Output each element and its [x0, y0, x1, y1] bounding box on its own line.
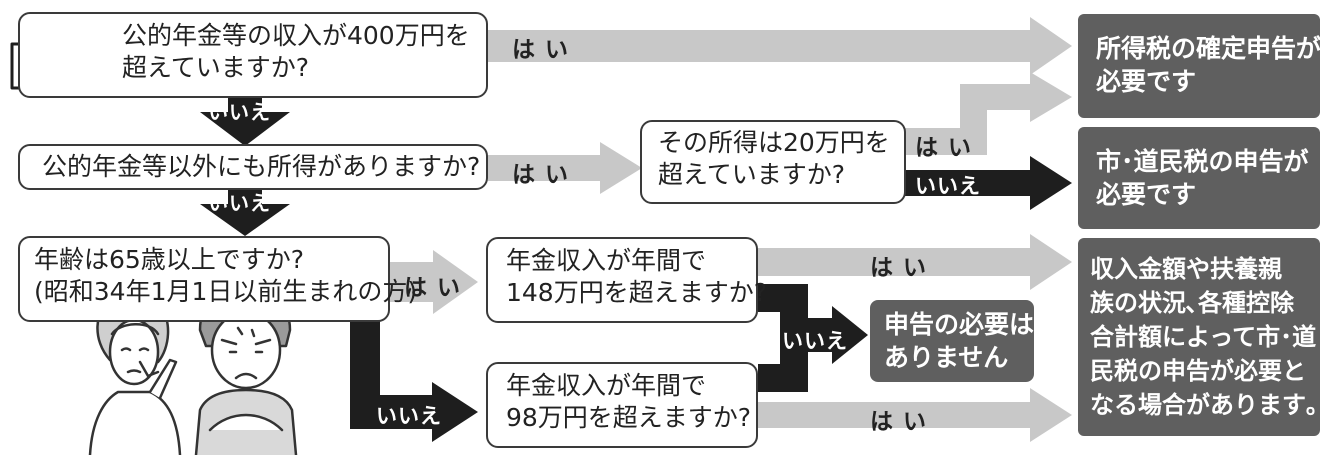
- result-r2-line2: 必要です: [1096, 180, 1197, 209]
- arrow-q3-yes: [905, 72, 1072, 155]
- label-q4-yes: は い: [404, 275, 462, 301]
- label-q4-no: いいえ: [376, 404, 442, 428]
- result-no-filing-required: 申告の必要は ありません: [870, 300, 1034, 382]
- result-may-require-filing: 収入金額や扶養親 族の状況､各種控除 合計額によって市･道 民税の申告が必要と …: [1078, 238, 1320, 436]
- question-q6-line1: 年金収入が年間で: [506, 371, 707, 400]
- arrow-q5-yes: [758, 234, 1072, 290]
- arrow-q3-no: [905, 156, 1072, 210]
- result-r3-line2: ありません: [884, 343, 1009, 372]
- result-r1-line1: 所得税の確定申告が: [1096, 34, 1322, 63]
- arrow-q4-yes: [390, 250, 478, 314]
- result-r4-line2: 族の状況､各種控除: [1090, 289, 1294, 317]
- label-q3-yes: は い: [915, 135, 973, 161]
- question-q4-line1: 年齢は65歳以上ですか?: [34, 245, 305, 274]
- label-q5-yes: は い: [870, 255, 928, 281]
- arrow-q1-no: [200, 96, 290, 146]
- result-r4-line4: 民税の申告が必要と: [1090, 357, 1306, 385]
- result-r3-line1: 申告の必要は: [884, 310, 1035, 339]
- question-q1-line1: 公的年金等の収入が400万円を: [122, 21, 470, 50]
- label-q2-no: いいえ: [208, 191, 271, 215]
- label-q2-yes: は い: [512, 162, 570, 188]
- question-q5-line2: 148万円を超えますか?: [506, 278, 767, 307]
- question-q2: 公的年金等以外にも所得がありますか?: [18, 144, 488, 190]
- arrow-q2-yes: [488, 142, 642, 194]
- question-q3: その所得は20万円を 超えていますか?: [640, 120, 906, 204]
- arrow-q6-yes: [758, 388, 1072, 442]
- question-q6-line2: 98万円を超えますか?: [506, 403, 752, 432]
- result-r4-line5: なる場合があります｡: [1090, 391, 1318, 419]
- arrow-q1-yes: [486, 17, 1072, 75]
- question-q3-line1: その所得は20万円を: [658, 128, 890, 157]
- label-q6-yes: は い: [870, 409, 928, 435]
- result-r4-line1: 収入金額や扶養親: [1090, 255, 1282, 283]
- result-r4-line3: 合計額によって市･道: [1090, 323, 1317, 351]
- question-q1-line2: 超えていますか?: [122, 53, 310, 82]
- label-q5q6-no: いいえ: [782, 329, 848, 353]
- label-q1-yes: は い: [512, 37, 570, 63]
- question-q2-text: 公的年金等以外にも所得がありますか?: [42, 152, 481, 181]
- result-municipal-tax-filing-required: 市･道民税の申告が 必要です: [1078, 127, 1320, 229]
- question-q6: 年金収入が年間で 98万円を超えますか?: [486, 362, 758, 448]
- question-q1: 公的年金等の収入が400万円を 超えていますか?: [18, 12, 488, 98]
- question-q3-line2: 超えていますか?: [658, 160, 846, 189]
- result-r2-line1: 市･道民税の申告が: [1096, 147, 1309, 176]
- arrow-q4-no: [350, 298, 478, 442]
- arrow-q2-no: [200, 187, 290, 236]
- question-q4-line2: (昭和34年1月1日以前生まれの方): [34, 277, 418, 306]
- question-q4: 年齢は65歳以上ですか? (昭和34年1月1日以前生まれの方): [18, 236, 418, 322]
- question-q5-line1: 年金収入が年間で: [506, 246, 707, 275]
- label-q1-no: いいえ: [208, 100, 271, 124]
- arrow-q5q6-no: [758, 284, 868, 392]
- result-r1-line2: 必要です: [1096, 67, 1197, 96]
- question-q5: 年金収入が年間で 148万円を超えますか?: [486, 237, 767, 323]
- result-income-tax-filing-required: 所得税の確定申告が 必要です: [1078, 14, 1322, 118]
- label-q3-no: いいえ: [915, 174, 981, 198]
